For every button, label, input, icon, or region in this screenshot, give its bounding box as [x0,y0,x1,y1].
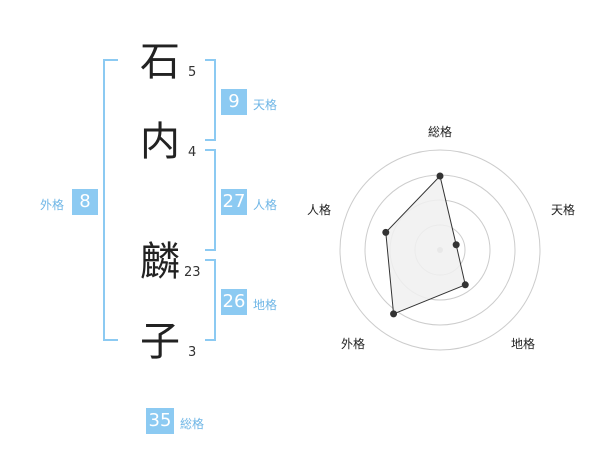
stroke-count-1: 5 [188,65,197,80]
radar-label-soukaku: 総格 [428,125,453,139]
soukaku-value: 35 [146,408,174,434]
chikaku-value: 26 [221,289,247,315]
stroke-count-2: 4 [188,145,197,160]
name-char-2: 内 [140,119,180,165]
gaikaku-value: 8 [72,189,98,215]
radar-label-chikaku: 地格 [511,337,536,351]
radar-point-2 [452,241,460,249]
stroke-count-3: 23 [184,265,201,280]
radar-ring [339,149,541,351]
name-char-1: 石 [140,39,180,85]
radar-label-tenkaku: 天格 [551,203,576,217]
tenkaku-value: 9 [221,89,247,115]
radar-label-gaikaku: 外格 [341,337,366,351]
gaikaku-label: 外格 [40,198,65,212]
radar-point-3 [461,281,469,289]
gaikaku-bracket [103,59,118,341]
radar-label-jinkaku: 人格 [307,203,332,217]
jinkaku-bracket [205,149,216,251]
chikaku-label: 地格 [253,298,278,312]
jinkaku-label: 人格 [253,198,278,212]
soukaku-label: 総格 [180,417,205,431]
jinkaku-value: 27 [221,189,247,215]
name-char-4: 子 [140,319,180,365]
tenkaku-label: 天格 [253,98,278,112]
name-char-3: 麟 [140,239,180,285]
chikaku-bracket [205,259,216,341]
stroke-count-4: 3 [188,345,197,360]
radar-point-1 [436,172,444,180]
radar-point-5 [382,228,390,236]
radar-chart [339,149,541,351]
tenkaku-bracket [205,59,216,141]
radar-area [385,174,466,315]
radar-point-4 [390,310,398,318]
